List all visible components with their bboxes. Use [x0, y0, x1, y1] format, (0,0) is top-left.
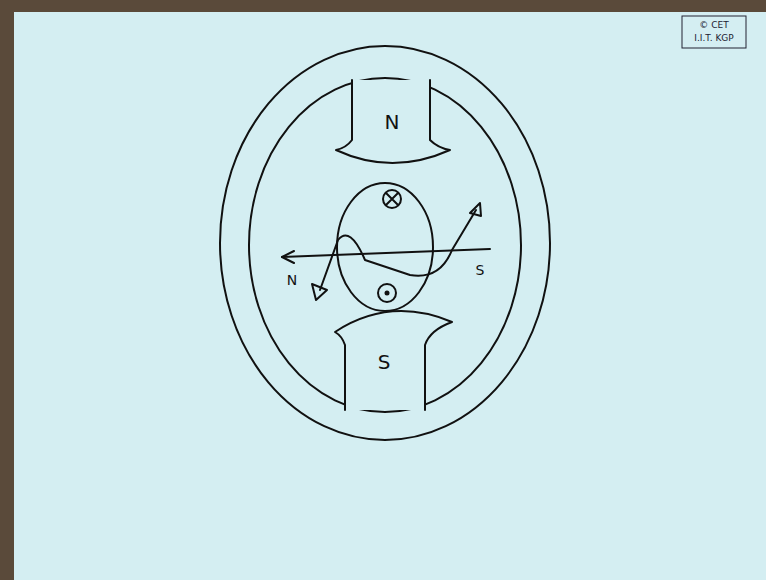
arrowhead — [470, 203, 481, 216]
pole-label: S — [378, 352, 391, 372]
conductor-out-of-page — [378, 284, 396, 302]
pole-label: N — [385, 112, 400, 132]
arrowhead-open — [312, 284, 327, 300]
watermark-text: © CET — [699, 21, 728, 30]
cross-mark — [386, 193, 398, 205]
south-pole — [335, 311, 452, 410]
conductor-into-page — [383, 190, 401, 208]
paper — [14, 12, 766, 580]
axis-line — [282, 249, 490, 257]
rotor — [337, 183, 433, 311]
watermark-box — [682, 16, 746, 48]
outer-frame — [220, 46, 550, 440]
pole-label: N — [287, 273, 297, 287]
watermark-text: I.I.T. KGP — [694, 34, 734, 43]
dot-mark — [385, 291, 390, 296]
axis-arrowhead — [282, 251, 294, 263]
resultant-axis — [320, 210, 476, 290]
pole-label: S — [476, 263, 485, 277]
north-pole — [336, 80, 450, 163]
inner-yoke — [249, 78, 521, 412]
